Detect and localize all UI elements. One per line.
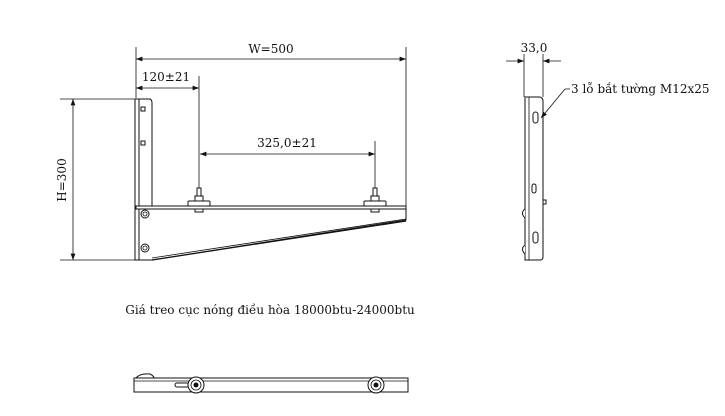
wall-hole <box>531 183 537 194</box>
square-hole <box>140 106 146 112</box>
bolt-spacing-label: 325,0±21 <box>257 136 317 150</box>
height-dimension: H=300 <box>55 98 135 261</box>
width-dimension: W=500 <box>135 42 407 206</box>
bracket <box>134 98 407 261</box>
top-view <box>133 373 409 394</box>
rivet-icon <box>140 209 150 219</box>
square-hole <box>140 140 146 146</box>
rivet-icon <box>140 243 150 253</box>
bolt-spacing-dimension: 325,0±21 <box>200 136 376 188</box>
bolt-offset-dimension: 120±21 <box>136 70 200 188</box>
drawing-caption: Giá treo cục nóng điều hòa 18000btu-2400… <box>125 302 415 317</box>
bolt <box>187 187 211 213</box>
wall-hole <box>532 231 539 244</box>
bolt-head-icon <box>187 376 205 394</box>
bolt-offset-label: 120±21 <box>142 70 190 84</box>
wall-hole <box>532 111 539 124</box>
bolt-head-icon <box>367 376 385 394</box>
bolt <box>363 187 387 213</box>
side-view: 33,0 3 lỗ bắt tường M12x25 <box>506 41 710 261</box>
front-view: W=500 120±21 325,0±21 H=300 <box>55 42 407 261</box>
width-label: W=500 <box>248 42 293 56</box>
thickness-label: 33,0 <box>521 41 548 55</box>
wall-holes-label: 3 lỗ bắt tường M12x25 <box>571 81 710 96</box>
height-label: H=300 <box>55 158 69 201</box>
